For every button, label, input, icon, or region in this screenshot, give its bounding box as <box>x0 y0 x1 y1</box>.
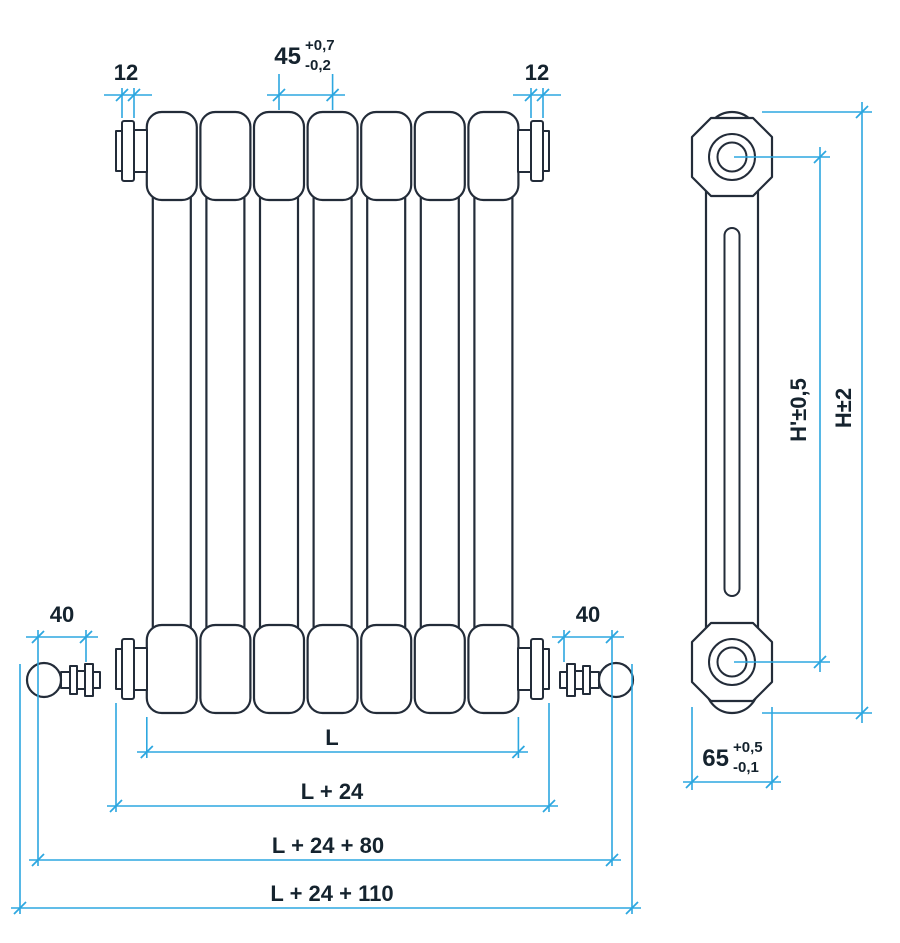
height-axes-label: H'±0,5 <box>786 378 811 442</box>
radiator-header-top <box>145 110 198 202</box>
radiator-header-top <box>199 110 252 202</box>
radiator-header-top <box>413 110 466 202</box>
radiator-tube <box>151 148 192 677</box>
valve-left-label: 40 <box>50 602 74 627</box>
pin-left-label: 12 <box>114 60 138 85</box>
pitch-label: 45 <box>274 43 301 70</box>
radiator-header-bottom <box>145 623 198 715</box>
radiator-tube <box>366 148 407 677</box>
radiator-tube <box>312 148 353 677</box>
pitch-tolerance-minus: -0,2 <box>305 57 331 74</box>
dim-length-24-80: L + 24 + 80 <box>29 833 621 867</box>
valve-bottom-left <box>25 661 101 699</box>
length-24-label: L + 24 <box>301 779 364 804</box>
radiator-header-bottom <box>252 623 306 715</box>
radiator-header-bottom <box>360 623 413 715</box>
dim-height-axes: H'±0,5 <box>734 147 830 672</box>
plug-top-right <box>517 120 550 182</box>
radiator-tube <box>258 148 300 677</box>
radiator-header-top <box>252 110 306 202</box>
plug-bottom-left <box>115 638 148 700</box>
valve-right-label: 40 <box>576 602 600 627</box>
dim-height-overall: H±2 <box>762 102 872 723</box>
radiator-header-top <box>360 110 413 202</box>
side-slot <box>723 227 741 597</box>
radiator-header-bottom <box>467 623 520 715</box>
dim-pin-right: 12 <box>513 60 561 118</box>
radiator-header-bottom <box>413 623 466 715</box>
dim-valve-right: 40 <box>552 602 624 866</box>
length-24-110-label: L + 24 + 110 <box>270 881 393 906</box>
valve-knob <box>597 661 635 699</box>
depth-label: 65 <box>702 745 729 772</box>
dim-depth: 65 +0,5 -0,1 <box>683 707 781 790</box>
dim-pin-left: 12 <box>104 60 152 118</box>
dim-valve-left: 40 <box>26 602 98 866</box>
pitch-tolerance-plus: +0,7 <box>305 37 335 54</box>
front-view-radiator <box>25 110 635 715</box>
radiator-header-top <box>306 110 359 202</box>
plug-top-left <box>115 120 148 182</box>
plug-bottom-right <box>517 638 550 700</box>
dim-length: L <box>137 717 528 759</box>
radiator-header-bottom <box>306 623 359 715</box>
side-view-radiator <box>690 110 774 715</box>
dim-length-24: L + 24 <box>107 703 558 813</box>
length-label: L <box>325 725 338 750</box>
dim-length-24-110: L + 24 + 110 <box>11 664 641 915</box>
radiator-tube <box>205 148 246 677</box>
depth-tolerance-plus: +0,5 <box>733 739 763 756</box>
depth-tolerance-minus: -0,1 <box>733 759 759 776</box>
length-24-80-label: L + 24 + 80 <box>272 833 384 858</box>
valve-knob <box>25 661 63 699</box>
dim-pitch: 45 +0,7 -0,2 <box>267 37 345 110</box>
radiator-header-top <box>467 110 520 202</box>
radiator-tube <box>419 148 460 677</box>
height-overall-label: H±2 <box>831 388 856 428</box>
radiator-header-bottom <box>199 623 252 715</box>
valve-bottom-right <box>559 661 635 699</box>
pin-right-label: 12 <box>525 60 549 85</box>
radiator-tube <box>473 148 514 677</box>
